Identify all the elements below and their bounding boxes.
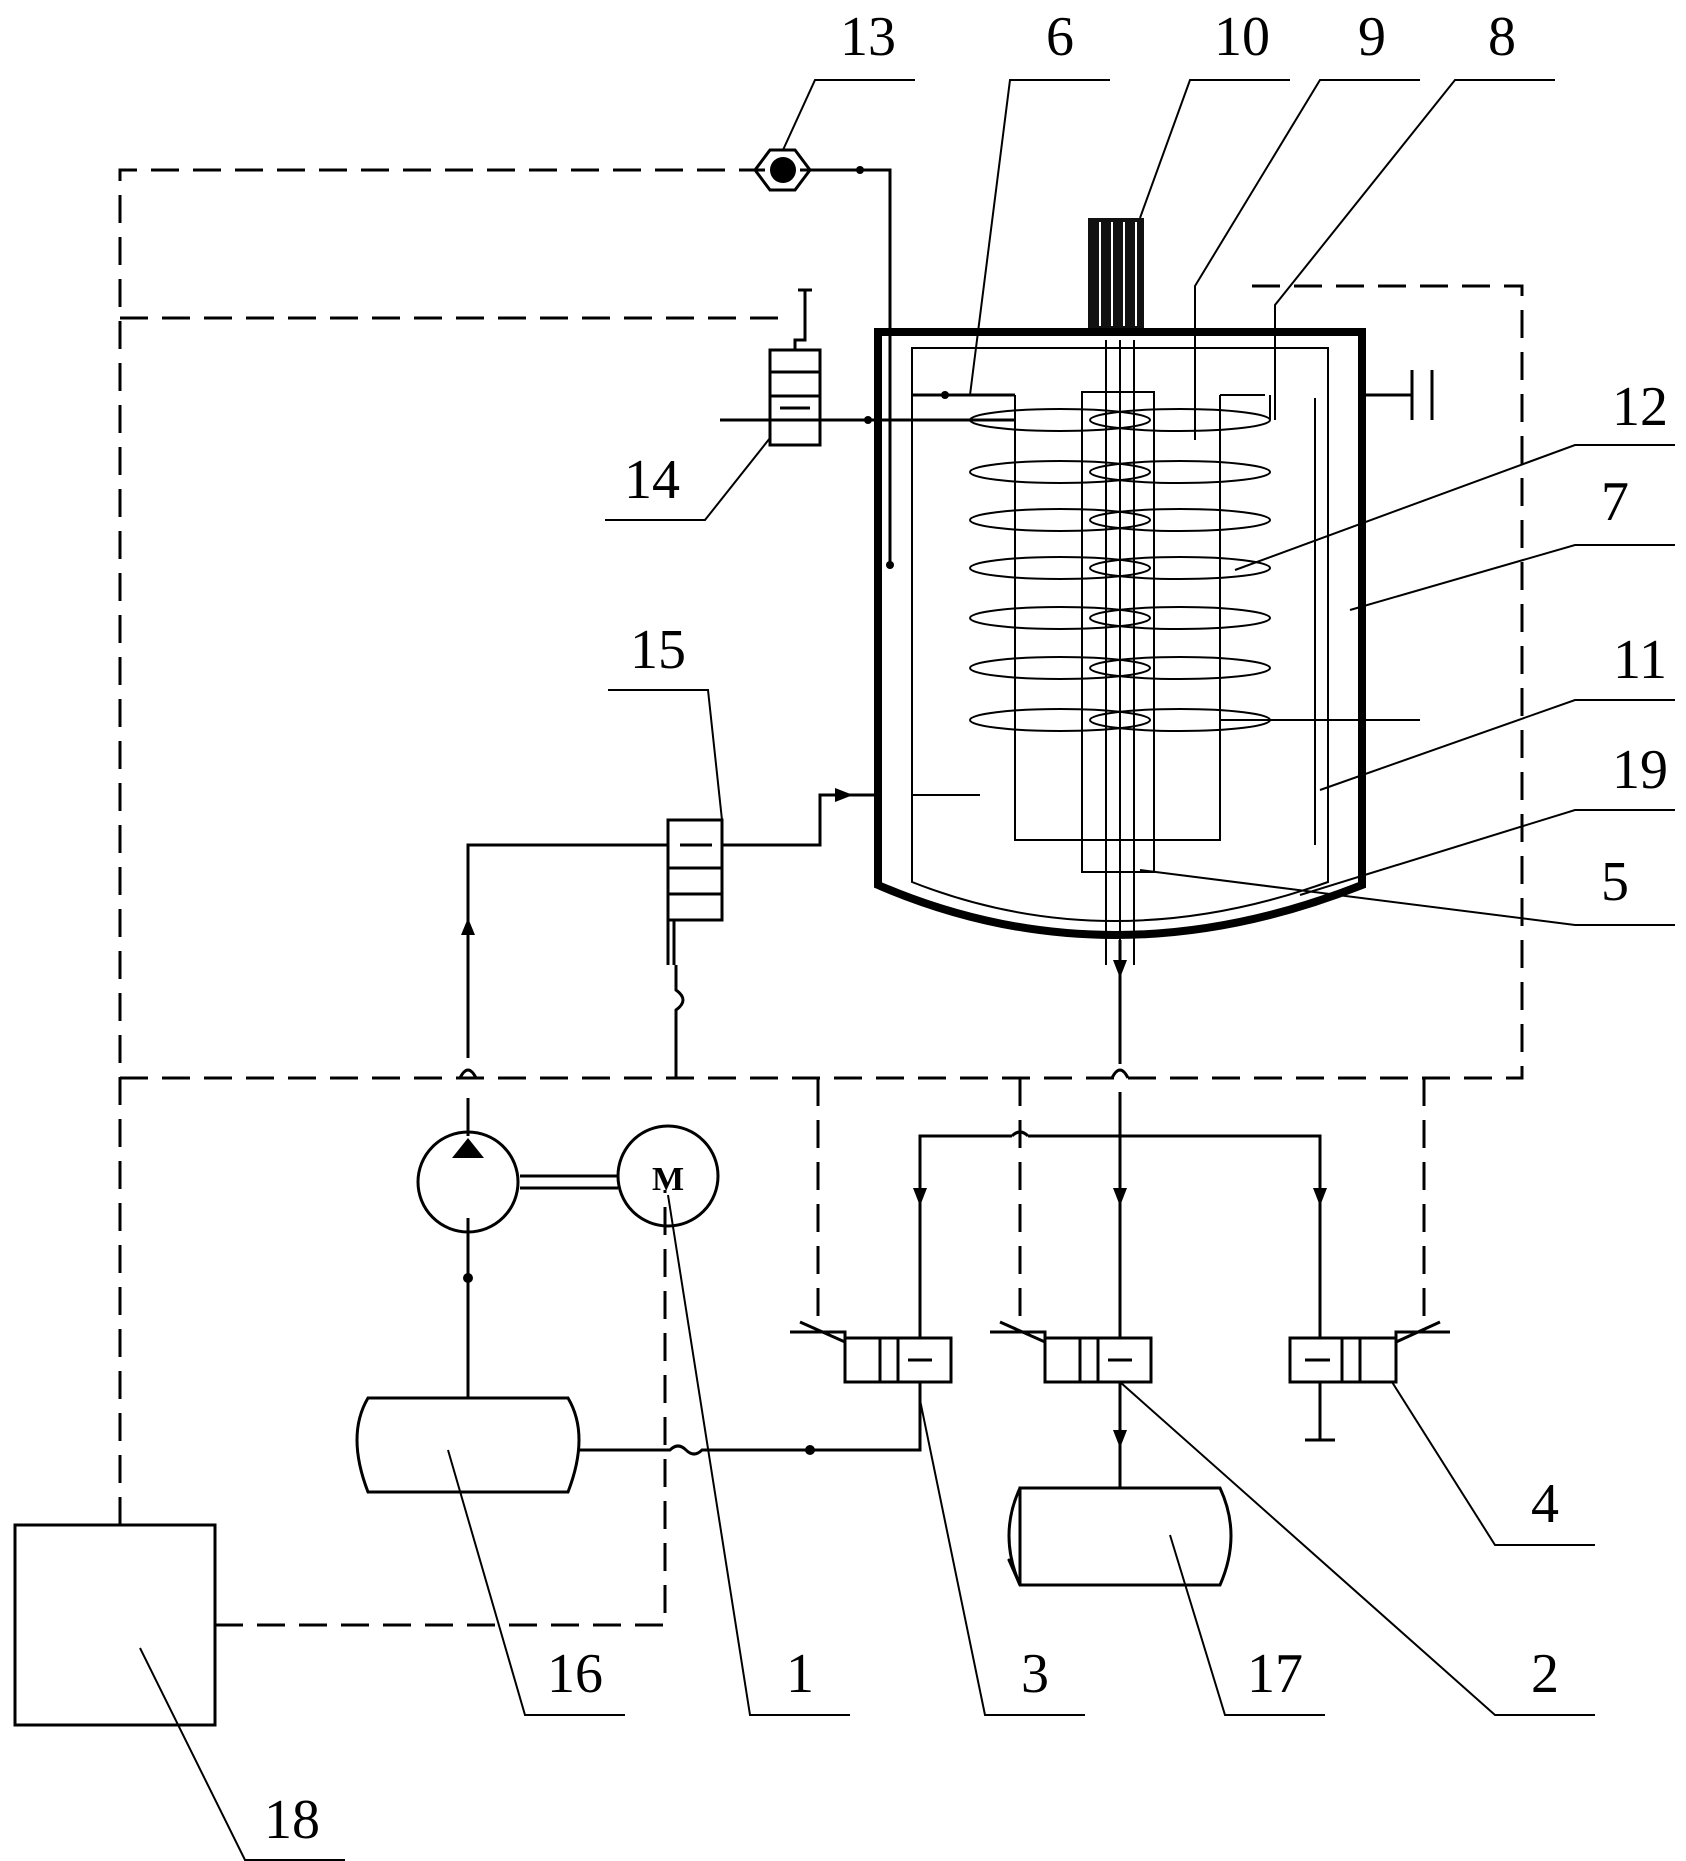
label-6: 6 bbox=[1046, 6, 1074, 68]
top-motor bbox=[1088, 218, 1144, 328]
pump bbox=[416, 1130, 520, 1234]
label-7: 7 bbox=[1601, 471, 1629, 533]
label-16: 16 bbox=[547, 1643, 603, 1705]
inner-cylinder bbox=[1014, 394, 1265, 841]
controller-18 bbox=[13, 1523, 217, 1727]
check-valve-13 bbox=[753, 148, 812, 192]
label-15: 15 bbox=[630, 619, 686, 681]
valve-4 bbox=[1288, 1320, 1450, 1384]
motor-symbol: M bbox=[652, 1161, 684, 1198]
piping bbox=[458, 166, 1335, 1488]
label-2: 2 bbox=[1531, 1643, 1559, 1705]
label-18: 18 bbox=[264, 1789, 320, 1851]
valve-14 bbox=[768, 288, 822, 447]
label-9: 9 bbox=[1358, 6, 1386, 68]
tank-17 bbox=[1007, 1486, 1233, 1587]
valve-3 bbox=[790, 1320, 953, 1384]
label-5: 5 bbox=[1601, 851, 1629, 913]
label-19: 19 bbox=[1612, 739, 1668, 801]
pump-motor: M bbox=[616, 1124, 720, 1228]
label-12: 12 bbox=[1612, 376, 1668, 438]
tank-16 bbox=[355, 1396, 581, 1494]
agitator-shaft bbox=[1081, 340, 1155, 965]
part-labels: 13 6 10 9 8 12 7 11 19 5 14 15 4 2 3 17 … bbox=[264, 6, 1668, 1851]
label-4: 4 bbox=[1531, 1473, 1559, 1535]
label-8: 8 bbox=[1488, 6, 1516, 68]
leader-lines bbox=[139, 79, 1675, 1861]
vessel-nozzles bbox=[1220, 370, 1434, 721]
label-17: 17 bbox=[1247, 1643, 1303, 1705]
label-10: 10 bbox=[1214, 6, 1270, 68]
valve-15 bbox=[666, 818, 724, 922]
valve-2 bbox=[990, 1320, 1153, 1384]
label-14: 14 bbox=[624, 449, 680, 511]
label-13: 13 bbox=[840, 6, 896, 68]
label-3: 3 bbox=[1021, 1643, 1049, 1705]
label-1: 1 bbox=[786, 1643, 814, 1705]
label-11: 11 bbox=[1613, 629, 1667, 691]
